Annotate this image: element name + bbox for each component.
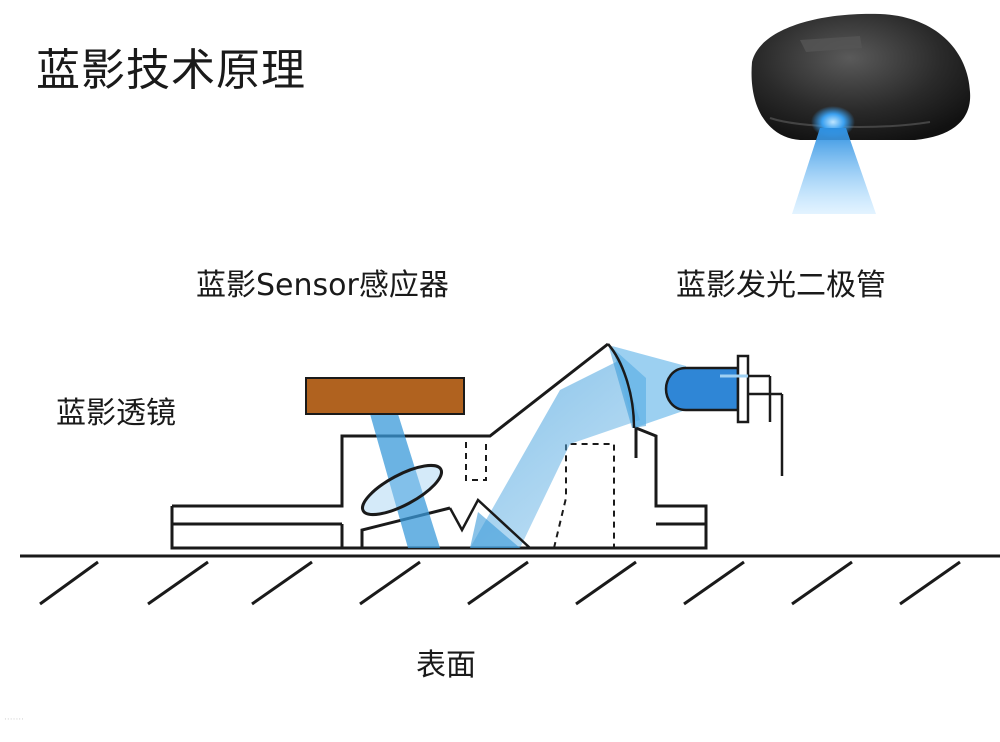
sensor-chip	[305, 377, 465, 415]
light-path	[370, 344, 686, 548]
lens-icon	[361, 463, 443, 517]
surface	[20, 554, 1000, 606]
prism	[448, 343, 636, 549]
lens-label: 蓝影透镜	[56, 396, 176, 431]
led-diode-icon	[664, 354, 784, 476]
led-label: 蓝影发光二极管	[676, 268, 886, 303]
watermark: ·······	[4, 715, 24, 725]
dashed-guides	[465, 442, 615, 549]
mouse-light-beam	[792, 128, 876, 214]
mouse-illustration	[751, 13, 971, 214]
sensor-label: 蓝影Sensor感应器	[196, 268, 449, 303]
page-title: 蓝影技术原理	[36, 45, 306, 96]
surface-label: 表面	[416, 648, 476, 683]
